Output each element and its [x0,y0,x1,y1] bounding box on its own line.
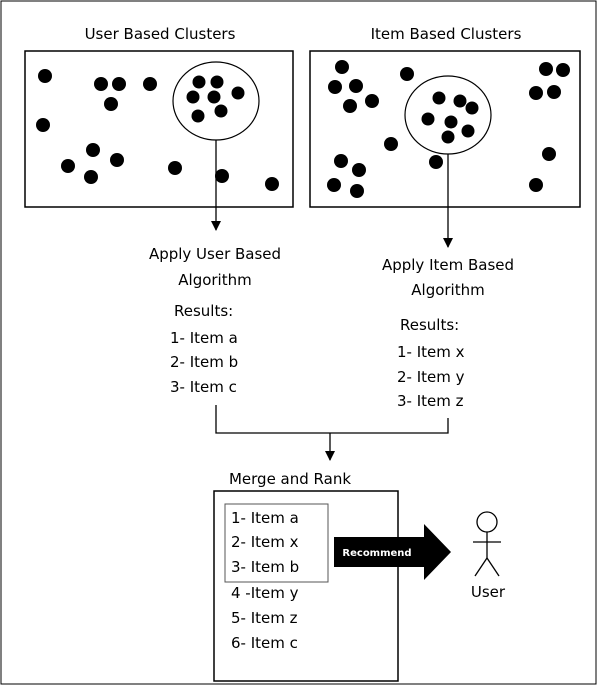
user-result-2: 2- Item b [170,353,238,371]
merged-item-6: 6- Item c [231,634,298,652]
recommend-arrow [334,524,451,580]
item-algo-line1: Apply Item Based [382,256,514,274]
user-algo-line2: Algorithm [178,271,251,289]
merged-item-1: 1- Item a [231,509,299,527]
top-items-box [224,503,329,583]
item-result-1: 1- Item x [397,343,465,361]
merged-item-4: 4 -Item y [231,584,299,602]
user-figure-icon [473,511,501,577]
item-result-2: 2- Item y [397,368,465,386]
item-clusters-title: Item Based Clusters [371,25,522,43]
item-algo-line2: Algorithm [411,281,484,299]
user-results-label: Results: [174,302,233,320]
user-cluster-dots [36,69,279,191]
user-label: User [471,583,506,601]
merged-item-5: 5- Item z [231,609,298,627]
item-result-3: 3- Item z [397,392,464,410]
item-results-label: Results: [400,316,459,334]
user-clusters-panel [24,50,294,208]
user-algo-line1: Apply User Based [149,245,281,263]
merge-title: Merge and Rank [229,470,351,488]
user-result-3: 3- Item c [170,378,237,396]
user-clusters-title: User Based Clusters [85,25,236,43]
merged-item-2: 2- Item x [231,533,299,551]
recommend-label: Recommend [342,548,411,559]
merge-connector [215,405,449,434]
user-result-1: 1- Item a [170,329,238,347]
item-cluster-dots [327,60,570,198]
merged-item-3: 3- Item b [231,558,299,576]
